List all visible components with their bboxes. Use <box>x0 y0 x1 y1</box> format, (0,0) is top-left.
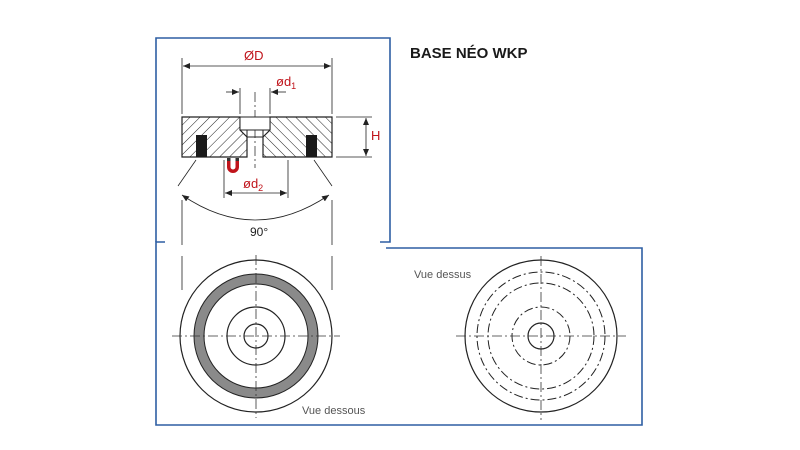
angle-arc <box>181 194 330 221</box>
bottom-view <box>172 255 340 418</box>
magnet-icon <box>227 158 239 173</box>
od-label: ØD <box>244 48 264 63</box>
views-frame <box>155 241 643 426</box>
h-label: H <box>371 128 380 143</box>
d1-label: ød1 <box>276 74 296 91</box>
body-right-section <box>262 116 333 158</box>
angle-label: 90° <box>250 225 268 239</box>
rubber-right <box>306 135 317 157</box>
bottom-view-label: Vue dessous <box>302 405 366 417</box>
d2-label: ød2 <box>243 176 263 193</box>
top-view-label: Vue dessus <box>414 269 472 281</box>
angle-line-left <box>177 159 197 187</box>
bore-top <box>239 116 271 131</box>
section-view: ØD ød1 H ød2 90° <box>177 48 380 290</box>
rubber-left <box>196 135 207 157</box>
angle-line-right <box>313 159 333 187</box>
section-view-frame <box>155 37 391 243</box>
top-view <box>456 256 626 420</box>
page-title: BASE NÉO WKP <box>410 45 528 62</box>
body-left-section <box>181 116 248 158</box>
